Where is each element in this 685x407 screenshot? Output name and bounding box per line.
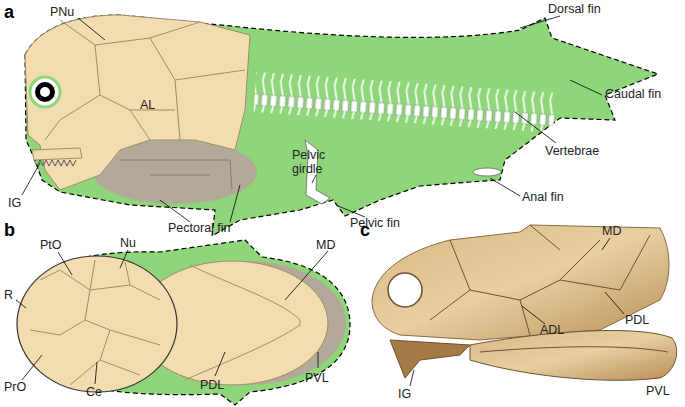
- part-label: Pelvic fin: [350, 216, 400, 230]
- part-label: Vertebrae: [545, 144, 599, 158]
- part-label: R: [4, 288, 13, 302]
- part-label: MD: [602, 224, 621, 238]
- panel-letter: b: [4, 220, 15, 241]
- part-label: PVL: [646, 384, 670, 398]
- part-label: Caudal fin: [605, 87, 661, 101]
- panel-letter: c: [360, 220, 370, 241]
- part-label: Dorsal fin: [548, 2, 601, 16]
- part-label: PNu: [50, 5, 74, 19]
- part-label: Pectoral fin: [168, 221, 231, 235]
- part-label: AL: [140, 98, 155, 112]
- part-label: MD: [316, 238, 335, 252]
- part-label: Anal fin: [522, 190, 564, 204]
- part-label: PtO: [40, 238, 62, 252]
- part-label: PrO: [4, 380, 26, 394]
- part-label: PDL: [200, 378, 224, 392]
- part-label: Ce: [86, 385, 102, 399]
- part-label: IG: [8, 196, 21, 210]
- part-label: IG: [398, 387, 411, 401]
- panel-letter: a: [4, 2, 14, 23]
- part-label: Pelvic girdle: [292, 148, 338, 177]
- part-label: PDL: [625, 313, 649, 327]
- part-label: Nu: [120, 236, 136, 250]
- part-label: PVL: [305, 371, 329, 385]
- part-label: ADL: [540, 323, 564, 337]
